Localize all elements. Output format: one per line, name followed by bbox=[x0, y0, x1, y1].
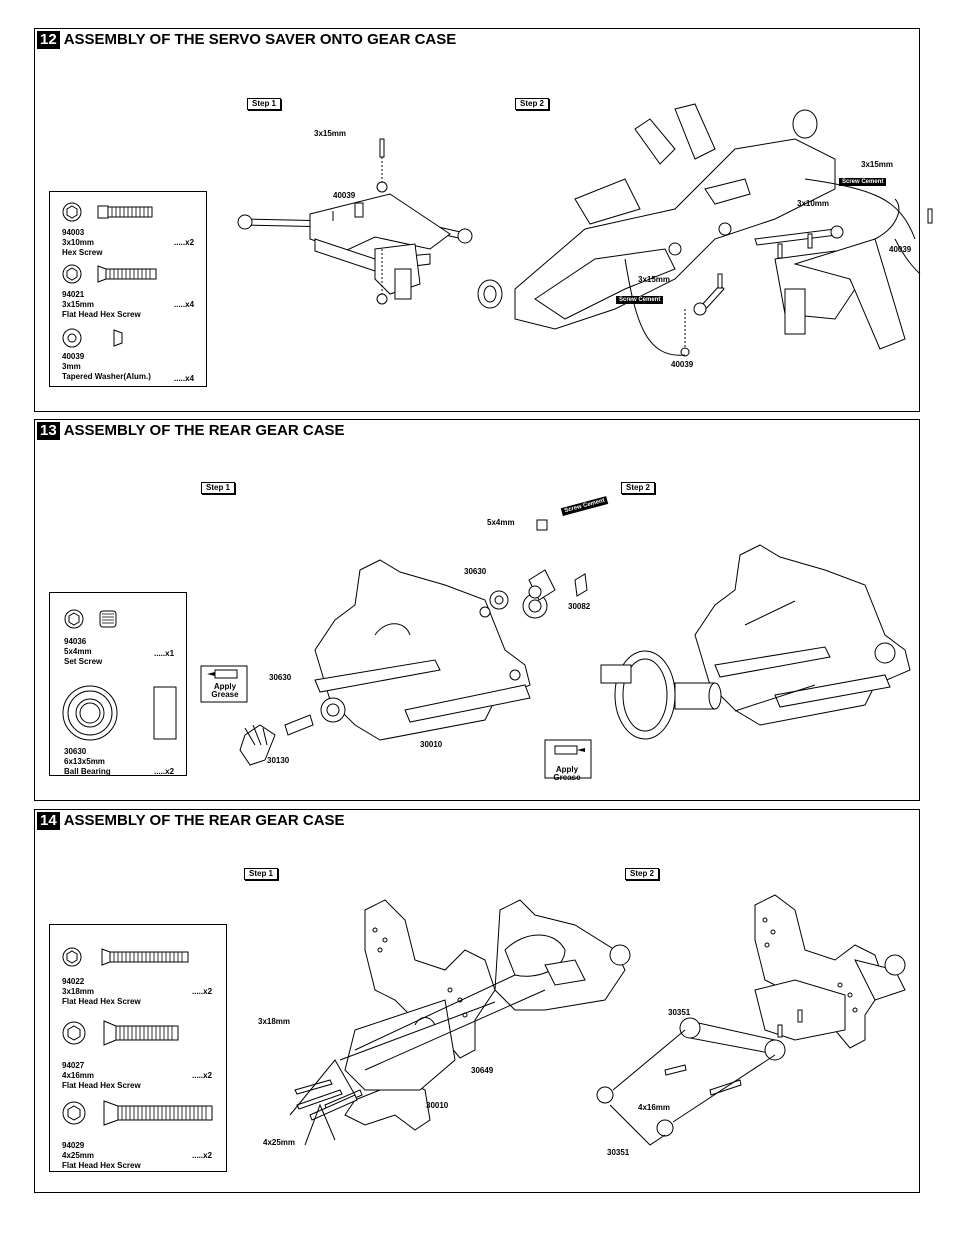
screw-label: 3x15mm bbox=[314, 129, 347, 138]
part-size: 3x18mm bbox=[62, 987, 95, 996]
part-name: Hex Screw bbox=[62, 248, 103, 257]
part-name: Ball Bearing bbox=[64, 767, 111, 776]
part-qty: .....x2 bbox=[192, 1151, 213, 1160]
screw-cement-tag: Screw Cement bbox=[839, 178, 887, 186]
part-code: 94027 bbox=[62, 1061, 85, 1070]
case-label: 30010 bbox=[420, 740, 443, 749]
part-name: Set Screw bbox=[64, 657, 103, 666]
section-number: 12 bbox=[37, 31, 60, 49]
flat-head-screw-icon bbox=[62, 1100, 213, 1126]
case-label: 30010 bbox=[426, 1101, 449, 1110]
section-title: ASSEMBLY OF THE REAR GEAR CASE bbox=[63, 812, 345, 829]
bearing-label: 30630 bbox=[269, 673, 292, 682]
part-qty: .....x4 bbox=[174, 374, 195, 383]
rear-mount-drawing bbox=[596, 894, 906, 1146]
part-size: 3mm bbox=[62, 362, 81, 371]
part-name: Flat Head Hex Screw bbox=[62, 1161, 141, 1170]
set-screw-icon bbox=[64, 609, 117, 629]
part-qty: .....x2 bbox=[154, 767, 175, 776]
screw-cement-tag: Screw Cement bbox=[616, 296, 664, 304]
servo-saver-drawing bbox=[237, 138, 473, 305]
washer-label: 40039 bbox=[671, 360, 694, 369]
part-code: 94003 bbox=[62, 228, 85, 237]
step-1-label: Step 1 bbox=[201, 482, 236, 494]
part-size: 5x4mm bbox=[64, 647, 92, 656]
section-header: 12 ASSEMBLY OF THE SERVO SAVER ONTO GEAR… bbox=[37, 31, 456, 49]
mount-label: 30351 bbox=[607, 1148, 630, 1157]
section-13: 13 ASSEMBLY OF THE REAR GEAR CASE Step 1… bbox=[34, 419, 920, 801]
grease-label: Apply Grease bbox=[211, 682, 239, 699]
part-qty: .....x2 bbox=[174, 238, 195, 247]
part-code: 94036 bbox=[64, 637, 87, 646]
part-name: Flat Head Hex Screw bbox=[62, 997, 141, 1006]
hex-screw-icon bbox=[62, 202, 153, 222]
screw-label: 3x15mm bbox=[861, 160, 894, 169]
part-code: 94029 bbox=[62, 1141, 85, 1150]
screw-label: 4x16mm bbox=[638, 1103, 671, 1112]
step-2-label: Step 2 bbox=[515, 98, 550, 110]
screw-label: 3x10mm bbox=[797, 199, 830, 208]
section-12: 12 ASSEMBLY OF THE SERVO SAVER ONTO GEAR… bbox=[34, 28, 933, 412]
parts-list: 94003 3x10mm Hex Screw .....x2 94021 3x1… bbox=[49, 191, 207, 387]
part-qty: .....x2 bbox=[192, 987, 213, 996]
washer-label: 40039 bbox=[889, 245, 912, 254]
section-header: 14 ASSEMBLY OF THE REAR GEAR CASE bbox=[37, 812, 345, 830]
part-qty: .....x2 bbox=[192, 1071, 213, 1080]
cup-label: 30082 bbox=[568, 602, 591, 611]
tapered-washer-icon bbox=[62, 328, 123, 348]
part-qty: .....x1 bbox=[154, 649, 175, 658]
step-1-label: Step 1 bbox=[247, 98, 282, 110]
apply-grease-icon bbox=[544, 739, 592, 779]
screw-cement-tag: Screw Cement bbox=[560, 496, 609, 516]
ball-bearing-icon bbox=[62, 685, 177, 741]
section-number: 14 bbox=[37, 812, 60, 830]
set-screw-label: 5x4mm bbox=[487, 518, 515, 527]
parts-list: 94022 3x18mm Flat Head Hex Screw .....x2… bbox=[49, 924, 227, 1172]
bearing-label: 30630 bbox=[464, 567, 487, 576]
part-code: 40039 bbox=[62, 352, 85, 361]
screw-label: 4x25mm bbox=[263, 1138, 296, 1147]
differential-drawing bbox=[600, 544, 911, 740]
apply-grease-icon bbox=[200, 665, 248, 703]
part-size: 4x16mm bbox=[62, 1071, 95, 1080]
screw-label: 3x15mm bbox=[638, 275, 671, 284]
mount-label: 30351 bbox=[668, 1008, 691, 1017]
part-name: Flat Head Hex Screw bbox=[62, 1081, 141, 1090]
part-name: Flat Head Hex Screw bbox=[62, 310, 141, 319]
flat-head-screw-icon bbox=[62, 264, 157, 284]
grease-label: Apply Grease bbox=[553, 765, 581, 782]
chassis-drawing bbox=[477, 103, 933, 357]
tower-label: 30649 bbox=[471, 1066, 494, 1075]
section-number: 13 bbox=[37, 422, 60, 440]
part-code: 30630 bbox=[64, 747, 87, 756]
shock-tower-drawing bbox=[289, 899, 631, 1146]
part-code: 94021 bbox=[62, 290, 85, 299]
part-size: 6x13x5mm bbox=[64, 757, 105, 766]
flat-head-screw-icon bbox=[62, 947, 189, 967]
pinion-label: 30130 bbox=[267, 756, 290, 765]
part-size: 3x15mm bbox=[62, 300, 95, 309]
flat-head-screw-icon bbox=[62, 1020, 179, 1046]
cup-bearing-drawing bbox=[489, 519, 556, 610]
screw-label: 3x18mm bbox=[258, 1017, 291, 1026]
gear-case-drawing bbox=[239, 559, 588, 766]
part-size: 3x10mm bbox=[62, 238, 95, 247]
part-size: 4x25mm bbox=[62, 1151, 95, 1160]
step-2-label: Step 2 bbox=[625, 868, 660, 880]
step-1-label: Step 1 bbox=[244, 868, 279, 880]
section-14: 14 ASSEMBLY OF THE REAR GEAR CASE Step 1… bbox=[34, 809, 920, 1193]
part-name: Tapered Washer(Alum.) bbox=[62, 372, 151, 381]
step-2-label: Step 2 bbox=[621, 482, 656, 494]
part-code: 94022 bbox=[62, 977, 85, 986]
section-header: 13 ASSEMBLY OF THE REAR GEAR CASE bbox=[37, 422, 345, 440]
washer-label: 40039 bbox=[333, 191, 356, 200]
parts-list: 94036 5x4mm Set Screw .....x1 30630 6x13… bbox=[49, 592, 187, 776]
section-title: ASSEMBLY OF THE REAR GEAR CASE bbox=[63, 422, 345, 439]
section-title: ASSEMBLY OF THE SERVO SAVER ONTO GEAR CA… bbox=[63, 31, 457, 48]
part-qty: .....x4 bbox=[174, 300, 195, 309]
